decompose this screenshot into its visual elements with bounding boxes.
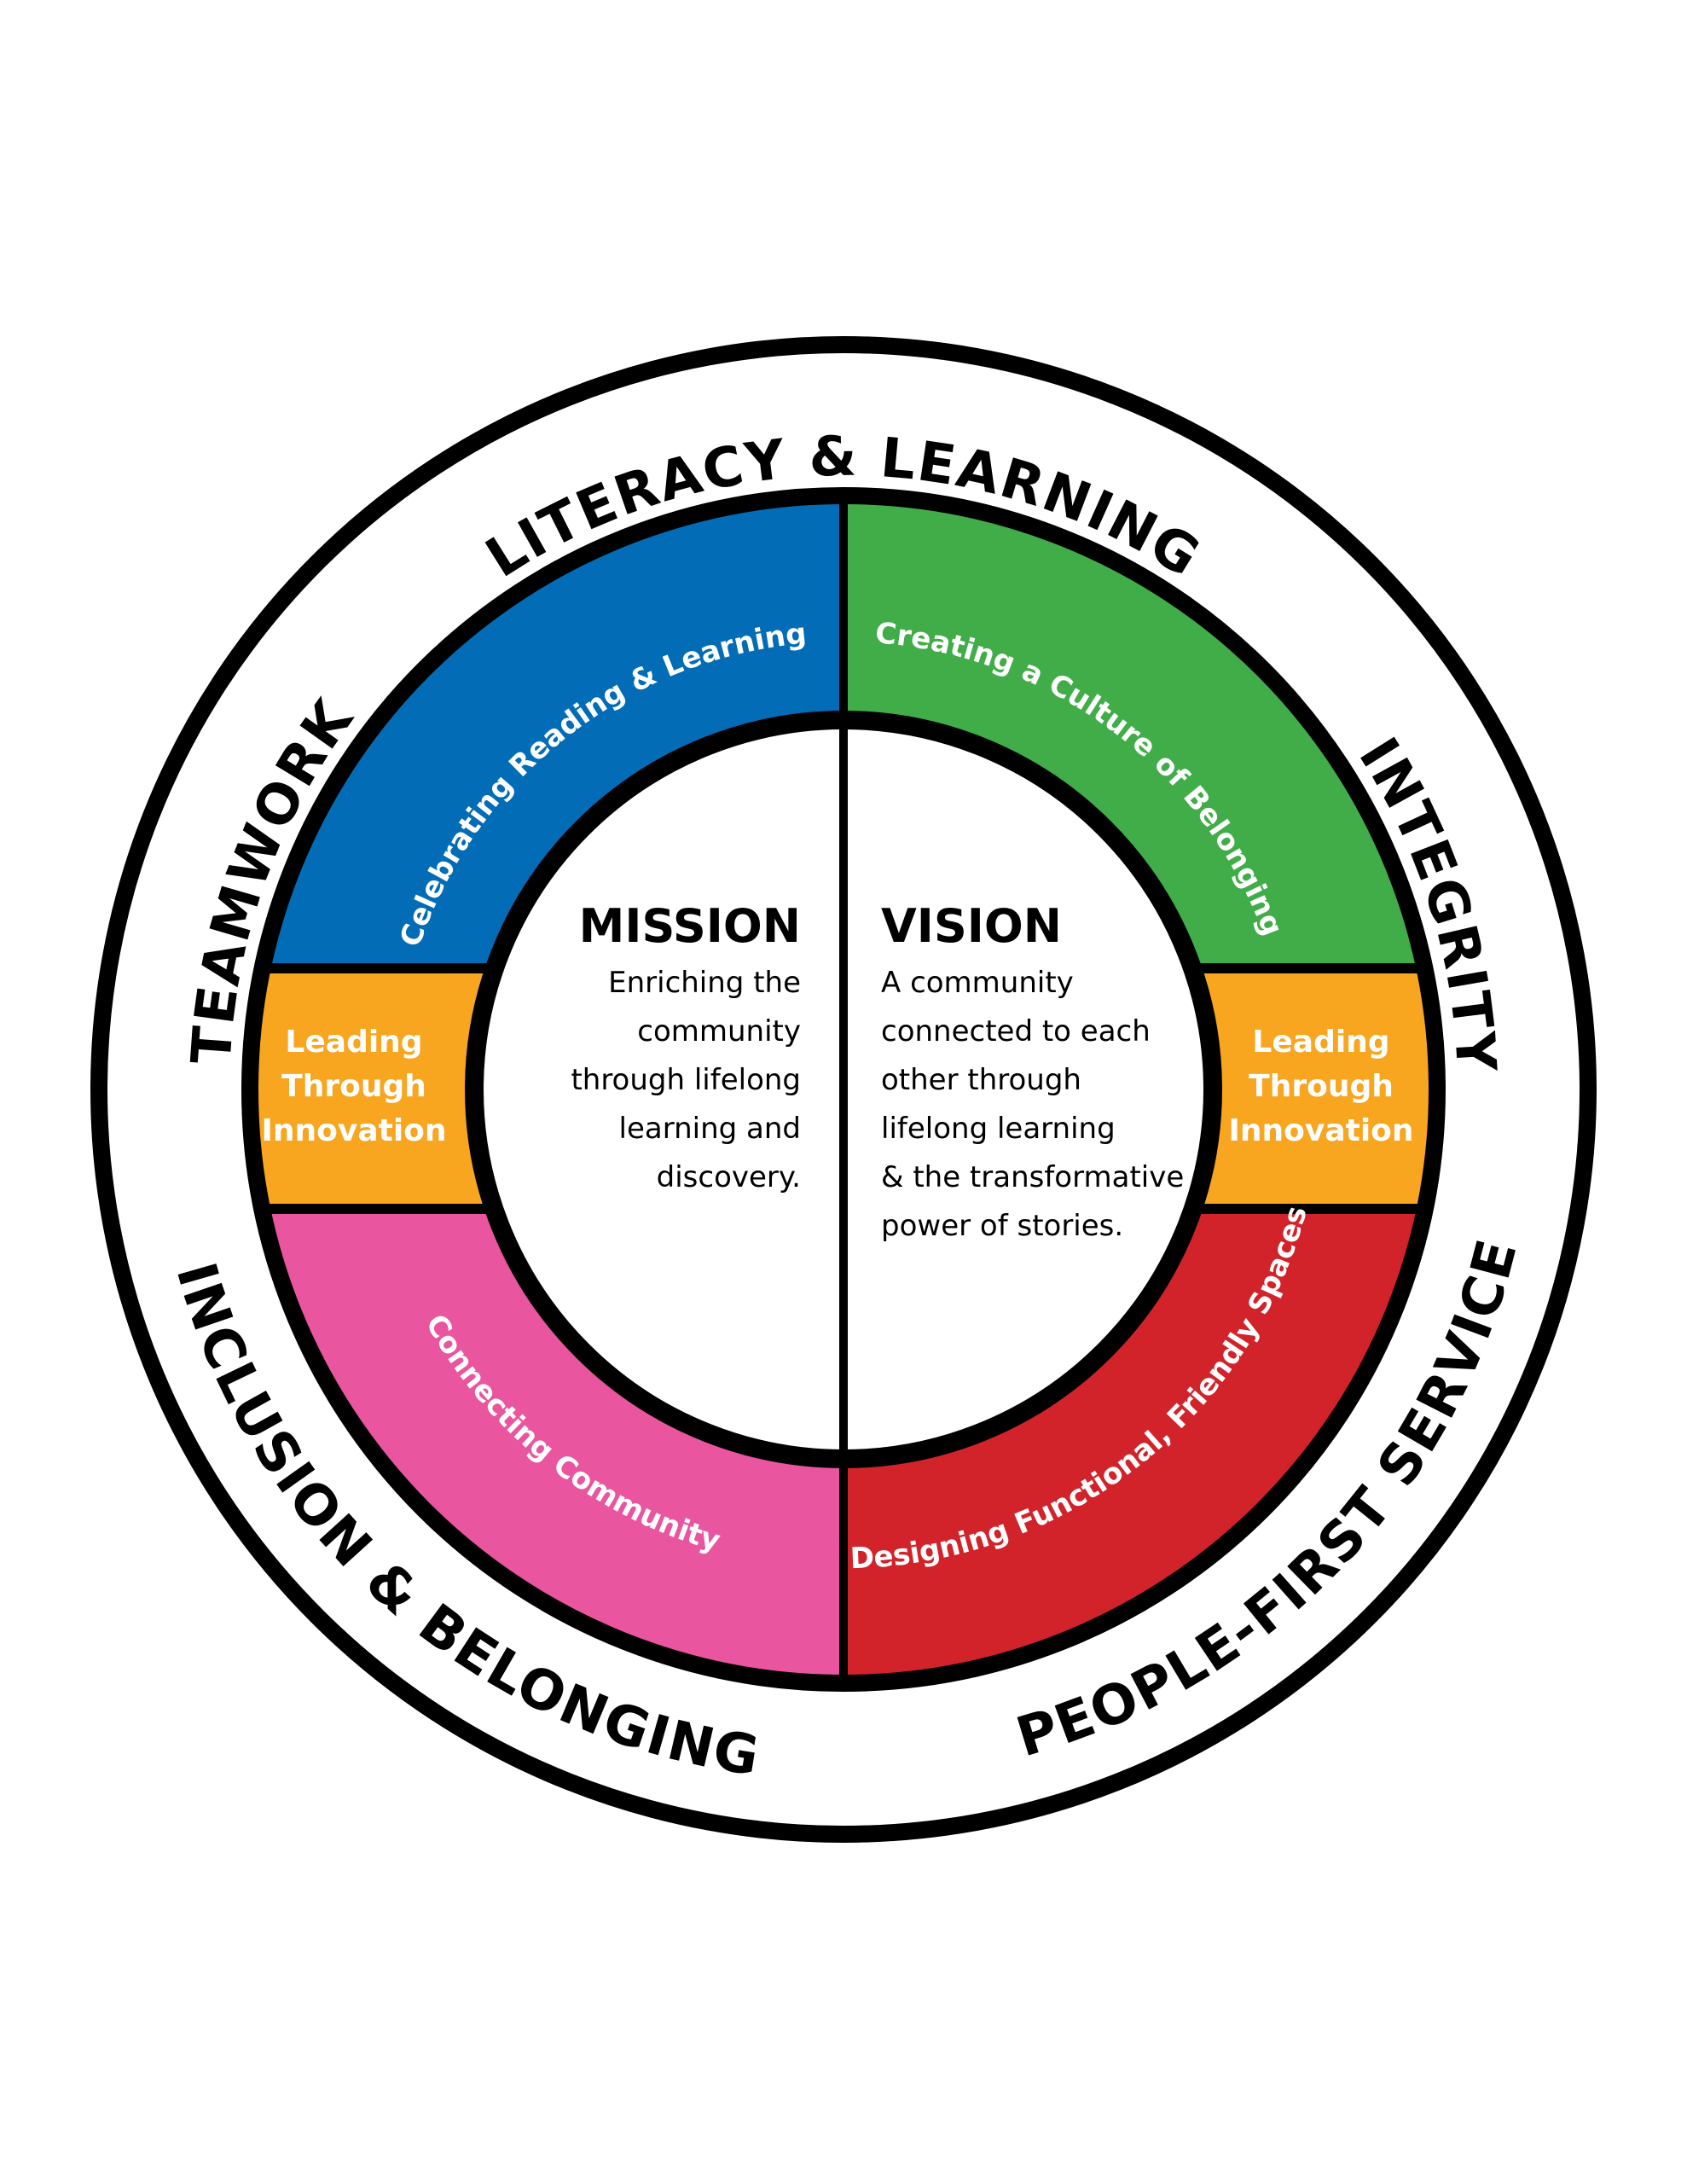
band-left-line: Leading bbox=[285, 1025, 422, 1060]
vision-line: A community bbox=[881, 966, 1074, 1000]
mission-line: Enriching the bbox=[608, 966, 801, 1000]
band-left-label: Leading Through Innovation bbox=[261, 1025, 446, 1148]
band-right-line: Innovation bbox=[1228, 1113, 1413, 1148]
band-right-line: Leading bbox=[1252, 1025, 1389, 1060]
vision-block: VISION A community connected to each oth… bbox=[881, 899, 1184, 1243]
vision-title: VISION bbox=[881, 899, 1062, 953]
band-left-line: Through bbox=[281, 1069, 426, 1104]
mission-block: MISSION Enriching the community through … bbox=[571, 899, 801, 1194]
vision-line: & the transformative bbox=[881, 1160, 1184, 1194]
mission-title: MISSION bbox=[579, 899, 801, 953]
mission-line: learning and bbox=[619, 1112, 801, 1146]
band-right-line: Through bbox=[1249, 1069, 1394, 1104]
vision-line: connected to each bbox=[881, 1014, 1151, 1048]
mission-line: discovery. bbox=[657, 1160, 801, 1194]
band-left-line: Innovation bbox=[261, 1113, 446, 1148]
band-right-label: Leading Through Innovation bbox=[1228, 1025, 1413, 1148]
vision-line: other through bbox=[881, 1063, 1081, 1097]
mission-line: through lifelong bbox=[571, 1063, 801, 1097]
mission-line: community bbox=[637, 1014, 801, 1048]
vision-line: lifelong learning bbox=[881, 1112, 1116, 1146]
vision-line: power of stories. bbox=[881, 1209, 1123, 1243]
